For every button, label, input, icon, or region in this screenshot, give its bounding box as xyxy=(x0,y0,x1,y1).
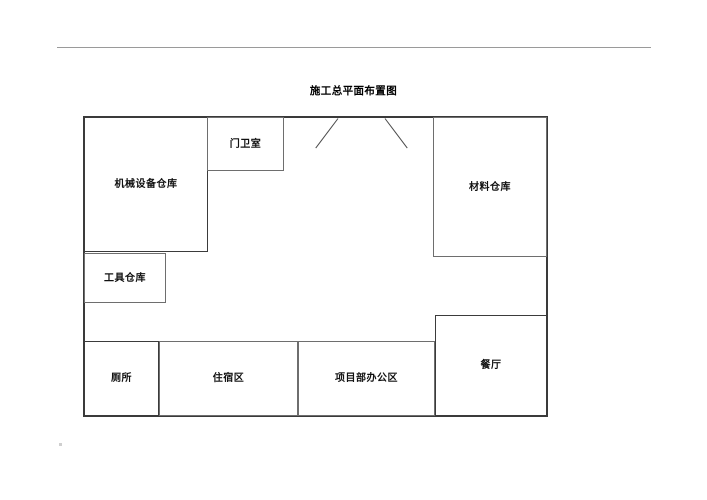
room-project-department-office-area[interactable]: 项目部办公区 xyxy=(298,341,435,416)
room-label-guard-room: 门卫室 xyxy=(229,138,262,150)
room-canteen[interactable]: 餐厅 xyxy=(435,315,547,416)
room-mechanical-equipment-warehouse[interactable]: 机械设备仓库 xyxy=(84,117,208,252)
stray-mark xyxy=(59,443,62,446)
room-label-material-warehouse: 材料仓库 xyxy=(469,181,511,193)
room-toilet[interactable]: 厕所 xyxy=(84,341,159,416)
page-header-rule xyxy=(57,47,651,48)
room-guard-room[interactable]: 门卫室 xyxy=(207,117,284,171)
room-label-mechanical-equipment-warehouse: 机械设备仓库 xyxy=(114,179,178,190)
room-label-canteen: 餐厅 xyxy=(480,360,502,371)
room-label-dormitory-area: 住宿区 xyxy=(212,373,245,384)
room-material-warehouse[interactable]: 材料仓库 xyxy=(433,117,547,257)
room-tool-warehouse[interactable]: 工具仓库 xyxy=(84,253,166,303)
room-label-tool-warehouse: 工具仓库 xyxy=(104,272,146,284)
room-label-project-department-office-area: 项目部办公区 xyxy=(335,373,398,384)
room-label-toilet: 厕所 xyxy=(111,373,132,384)
room-dormitory-area[interactable]: 住宿区 xyxy=(159,341,298,416)
drawing-title: 施工总平面布置图 xyxy=(309,85,398,97)
